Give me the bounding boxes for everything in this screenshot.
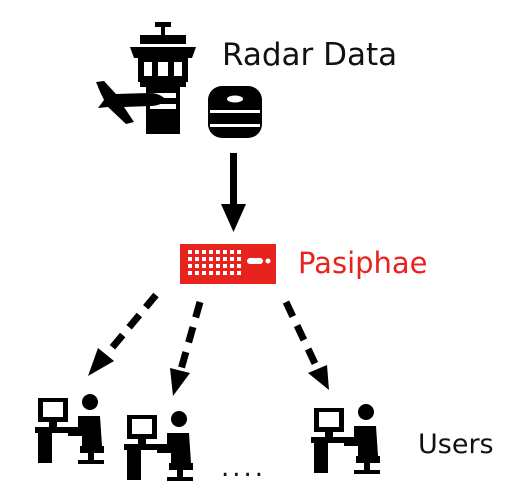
user-workstation-icon [124,411,193,481]
dashed-arrow-user-2 [170,301,204,396]
dashed-arrow-user-1 [88,292,159,376]
radar-data-label: Radar Data [222,37,398,73]
pasiphae-label: Pasiphae [298,246,428,280]
dashed-arrow-user-3 [282,300,329,390]
user-workstation-icon [311,404,380,474]
database-icon [208,86,262,138]
more-users-ellipsis: .... [221,453,267,483]
airplane-icon [96,81,166,124]
control-tower-icon [130,22,196,134]
server-rack-icon [180,244,276,284]
user-workstation-icon [35,394,104,464]
users-label: Users [418,429,494,460]
arrow-radar-to-pasiphae [221,153,246,232]
